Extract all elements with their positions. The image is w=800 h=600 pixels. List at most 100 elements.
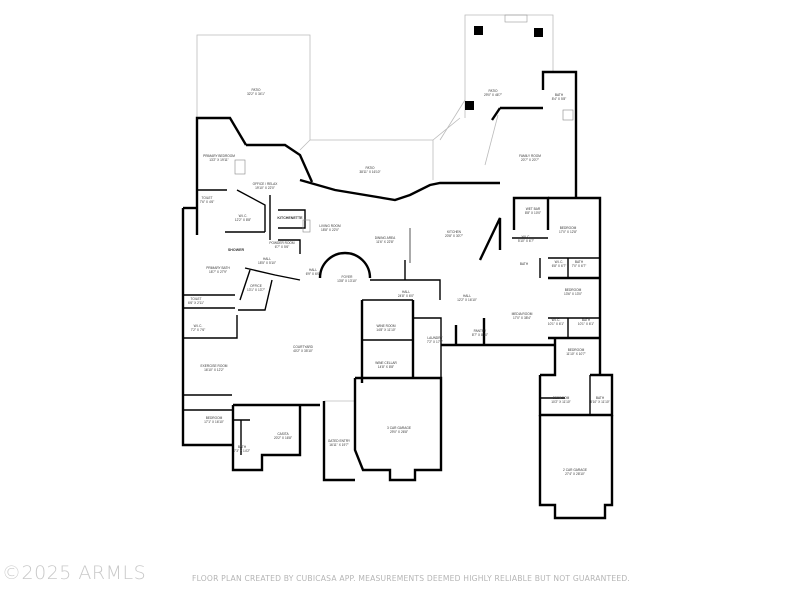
room-name: PRIMARY BEDROOM [203,154,235,158]
room-label-wic-4: W.I.C.7'2" x 7'6" [191,324,205,332]
room-label-wic-1: W.I.C.12'2" x 8'8" [235,214,251,222]
room-label-kitchenette: KITCHENETTE [277,216,302,220]
room-name: BATH [595,396,605,400]
room-name: W.I.C. [193,324,203,328]
disclaimer-text: FLOOR PLAN CREATED BY CUBICASA APP. MEAS… [192,574,631,583]
room-dimensions: 29'0" x 46'7" [483,93,503,97]
room-name: HALL [309,268,317,272]
room-dimensions: 18'8" x 22'0" [320,228,340,232]
room-dimensions: 17'0" x 12'8" [558,230,578,234]
room-dimensions: 13'2" x 19'11" [209,158,229,162]
room-dimensions: 18'7" x 27'9" [208,270,227,274]
room-dimensions: 27'4" x 28'10" [565,472,585,476]
interior-walls [183,189,600,455]
room-name: HALL [402,290,410,294]
room-name: LAUNDRY [427,336,443,340]
room-name: 2 CAR GARAGE [563,468,587,472]
room-dimensions: 5'10" x 6'7" [517,239,535,243]
room-dimensions: 14'8" x 8'8" [377,365,395,369]
room-label-wic-2: W.I.C.5'10" x 6'7" [518,235,534,243]
room-dimensions: 38'11" x 16'10" [359,170,381,174]
copyright-watermark: ©2025 ARMLS [2,562,147,584]
column-icons [465,26,543,110]
room-name: W.I.C. [551,318,561,322]
room-dimensions: 20'2" x 16'8" [273,436,293,440]
room-name: W.I.C. [554,260,564,264]
room-name: HALL [263,257,271,261]
room-dimensions: 7'0" x 6'7" [571,264,587,268]
room-name: LIVING ROOM [319,224,341,228]
room-name: MEDIA ROOM [511,312,533,316]
room-name: PATIO [365,166,375,170]
room-name: 3 CAR GARAGE [387,426,411,430]
room-name: DINING AREA [374,236,396,240]
room-label-bath-2: BATH [520,262,528,266]
room-dimensions: 7'6" x 4'6" [199,200,215,204]
room-dimensions: 11'10" x 10'7" [566,352,586,356]
room-label-shower: SHOWER [228,248,244,252]
room-dimensions: 20'8" x 30'7" [444,234,464,238]
room-dimensions: 13'1" x 13'7" [246,288,266,292]
room-name: WET BAR [525,207,541,211]
room-name: WINE ROOM [376,324,396,328]
room-dimensions: 16'11" x 19'7" [329,443,349,447]
fireplace-icon [504,14,528,23]
room-dimensions: 13'8" x 13'10" [337,279,357,283]
room-name: BEDROOM [564,288,582,292]
room-name: OFFICE / RELAX [252,182,278,186]
room-dimensions: 10'2" x 11'10" [551,400,571,404]
room-dimensions: 16'10" x 12'2" [204,368,224,372]
room-name: KITCHENETTE [277,216,303,220]
room-name: PANTRY [473,329,487,333]
room-name: TOILET [201,196,213,200]
exterior-patio-outlines [196,14,554,402]
room-name: CASITA [277,432,289,436]
room-dimensions: 17'1" x 16'10" [204,420,224,424]
room-dimensions: 11'6" x 22'8" [376,240,394,244]
room-name: FAMILY ROOM [519,154,541,158]
room-name: BATH [581,318,591,322]
exterior-walls [181,70,614,520]
room-dimensions: 8'4" x 5'8" [551,97,567,101]
room-name: OFFICE [250,284,262,288]
room-dimensions: 12'2" x 8'8" [234,218,252,222]
room-dimensions: 20'7" x 20'7" [520,158,539,162]
room-dimensions: 29'0" x 26'8" [389,430,409,434]
room-dimensions: 10'1" x 6'1" [547,322,565,326]
room-name: BEDROOM [205,416,223,420]
